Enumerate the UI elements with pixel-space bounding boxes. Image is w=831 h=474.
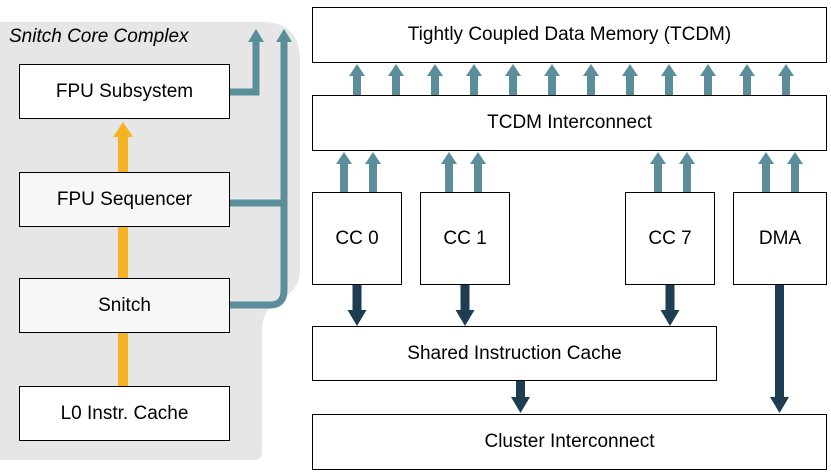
- core-tcdm-port-arrow: [441, 152, 457, 192]
- tcdm-port-arrow: [349, 64, 365, 95]
- core-tcdm-port-arrow: [365, 152, 381, 192]
- core-tcdm-port-arrow: [336, 152, 352, 192]
- tcdm-interconnect-to-tcdm-arrows: [349, 64, 794, 95]
- core-tcdm-port-arrow: [679, 152, 695, 192]
- tcdm-port-arrow: [466, 64, 482, 95]
- cores-to-icache-arrows: [347, 285, 680, 326]
- core-icache-port-arrow: [660, 285, 680, 326]
- snitch-port-arrow: [230, 29, 292, 309]
- instruction-path-arrow: [113, 122, 133, 390]
- tcdm-interconnect-block: TCDM Interconnect: [312, 95, 827, 151]
- tcdm-port-arrow: [778, 64, 794, 95]
- tcdm-block: Tightly Coupled Data Memory (TCDM): [312, 7, 827, 63]
- l0-instruction-cache-block: L0 Instr. Cache: [19, 386, 230, 441]
- fpu-subsystem-block: FPU Subsystem: [19, 64, 230, 119]
- tcdm-port-arrow: [700, 64, 716, 95]
- core-complex-background: [0, 22, 300, 460]
- dma-to-cluster-interconnect-arrow: [770, 285, 789, 413]
- core-icache-port-arrow: [455, 285, 475, 326]
- tcdm-port-arrow: [661, 64, 677, 95]
- core-complex-0-block: CC 0: [312, 192, 402, 285]
- snitch-block: Snitch: [19, 278, 230, 333]
- fpu-sequencer-block: FPU Sequencer: [19, 172, 230, 227]
- core-tcdm-port-arrow: [787, 152, 803, 192]
- cluster-interconnect-block: Cluster Interconnect: [312, 414, 827, 470]
- tcdm-port-arrow: [739, 64, 755, 95]
- tcdm-port-arrow: [505, 64, 521, 95]
- core-complex-1-block: CC 1: [420, 192, 510, 285]
- core-complex-title: Snitch Core Complex: [9, 26, 189, 47]
- icache-to-cluster-interconnect-arrow: [511, 381, 530, 413]
- tcdm-port-arrow: [427, 64, 443, 95]
- core-tcdm-port-arrow: [470, 152, 486, 192]
- dma-block: DMA: [733, 192, 827, 285]
- core-icache-port-arrow: [347, 285, 367, 326]
- core-tcdm-port-arrow: [758, 152, 774, 192]
- core-tcdm-port-arrow: [650, 152, 666, 192]
- fpu-subsystem-port-arrow: [230, 29, 264, 96]
- tcdm-port-arrow: [622, 64, 638, 95]
- shared-instruction-cache-block: Shared Instruction Cache: [312, 326, 717, 381]
- tcdm-port-arrow: [388, 64, 404, 95]
- core-complex-7-block: CC 7: [625, 192, 715, 285]
- cores-to-tcdm-interconnect-arrows: [336, 152, 803, 192]
- tcdm-port-arrow: [544, 64, 560, 95]
- tcdm-port-arrow: [583, 64, 599, 95]
